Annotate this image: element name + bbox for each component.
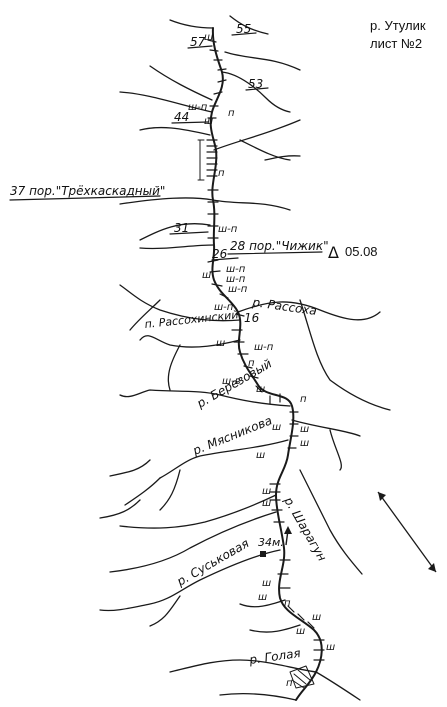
tributaries-lower [99, 439, 363, 701]
rapid-mark: ш [204, 116, 213, 127]
rapid-mark: п [248, 358, 255, 369]
triangle-icon: Δ [328, 243, 339, 262]
rapid-mark: ш-п [226, 274, 246, 285]
rapid-mark: ш [262, 498, 271, 509]
rapid-mark: ш-п [218, 224, 238, 235]
rapid-marks: ш п ш-п ш-п ш-п ш п ш-п ш-п ш-п ш ш п ш-… [188, 32, 335, 689]
rapid-mark: ш [272, 422, 281, 433]
rapid-mark: п [300, 394, 307, 405]
pass-trekhkaskadny-label: 37 пор."Трёхкаскадный" [10, 184, 165, 198]
sheet-number: лист №2 [370, 36, 422, 51]
waypoint-31: 31 [174, 221, 189, 235]
rapid-mark: ш [258, 592, 267, 603]
rapid-mark: ш-п [254, 342, 274, 353]
rapid-mark: ш [262, 486, 271, 497]
flow-arrow-icon [284, 526, 292, 546]
camp-34-label: 34м. [258, 536, 284, 549]
waypoint-57: 57 [190, 35, 206, 49]
label-underlines [9, 32, 323, 261]
waypoint-55: 55 [236, 22, 251, 36]
landmark-date: 05.08 [345, 244, 378, 259]
rapid-mark: ш-п [214, 302, 234, 313]
rapid-mark: ш [296, 626, 305, 637]
sheet-title: р. Утулик [370, 18, 426, 33]
rapid-mark: ш-в [222, 376, 241, 387]
camp-marker [260, 551, 266, 557]
tributaries-middle [119, 284, 391, 471]
rapid-mark: ш [300, 424, 309, 435]
rapid-mark: ш-п [188, 102, 208, 113]
arrow-icon [377, 491, 437, 573]
rapid-mark: ш [256, 384, 265, 395]
rapid-mark: ш [256, 450, 265, 461]
rapid-mark: ш [262, 578, 271, 589]
rapid-mark: п [218, 168, 225, 179]
rapid-mark: ш [326, 642, 335, 653]
rapid-mark: ш [202, 270, 211, 281]
rapid-mark: п [284, 598, 291, 609]
waypoint-53: 53 [248, 77, 263, 91]
rapid-mark: ш [300, 438, 309, 449]
hatching [197, 139, 315, 689]
pass-chizhik-label: 28 пор."Чижик" [230, 239, 329, 253]
rapid-mark: ш [204, 32, 213, 43]
rapid-ticks [206, 39, 325, 661]
rapid-mark: ш-п [226, 264, 246, 275]
river-rassokha-label: р. Рассоха [251, 295, 318, 318]
rapid-mark: п [286, 678, 293, 689]
waypoint-26: 26 [212, 247, 228, 261]
waypoint-16: 16 [244, 311, 260, 325]
waypoint-44: 44 [174, 110, 189, 124]
tributaries-upper [119, 15, 301, 250]
rapid-mark: ш [312, 612, 321, 623]
rapid-mark: ш [216, 338, 225, 349]
rapid-mark: ш-п [228, 284, 248, 295]
rapid-mark: п [228, 108, 235, 119]
